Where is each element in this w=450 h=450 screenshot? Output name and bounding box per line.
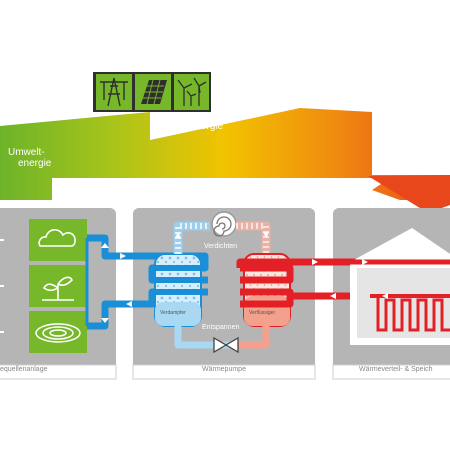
energy-arrow-head	[368, 176, 450, 213]
suction-line	[173, 221, 210, 254]
distribution-panel-label: Wärmeverteil- & Speich	[359, 366, 433, 373]
flow-arrows	[101, 232, 388, 323]
compress-label: Verdichten	[204, 243, 238, 250]
condenser-label: Verflüssiger	[249, 310, 276, 316]
floor-heating-coil-icon	[376, 296, 450, 332]
evaporator	[154, 253, 202, 327]
ground-coil-icon	[29, 311, 87, 353]
source-panel-label: equellenanlage	[0, 366, 48, 373]
evaporator-label: Verdampfer	[160, 310, 186, 316]
brine-supply-pipe	[87, 234, 209, 284]
energy-flow-band	[0, 108, 450, 213]
heat-pump-panel-label: Wärmepumpe	[202, 366, 246, 373]
expansion-valve-icon	[213, 336, 239, 354]
source-markers	[0, 239, 4, 333]
expand-label: Entspannen	[202, 324, 240, 331]
cloud-icon	[29, 219, 87, 261]
source-icons	[29, 219, 87, 353]
compressor	[211, 211, 237, 237]
environment-energy-label-line2: energie	[18, 158, 52, 169]
energy-band-notch	[52, 178, 450, 210]
panel-footers	[0, 364, 450, 380]
hot-gas-line	[236, 221, 271, 254]
drive-energy-icons	[93, 72, 211, 112]
environment-energy-label-line1: Umwelt-	[8, 147, 45, 158]
drive-energy-label: Antriebsenergie	[153, 121, 224, 132]
